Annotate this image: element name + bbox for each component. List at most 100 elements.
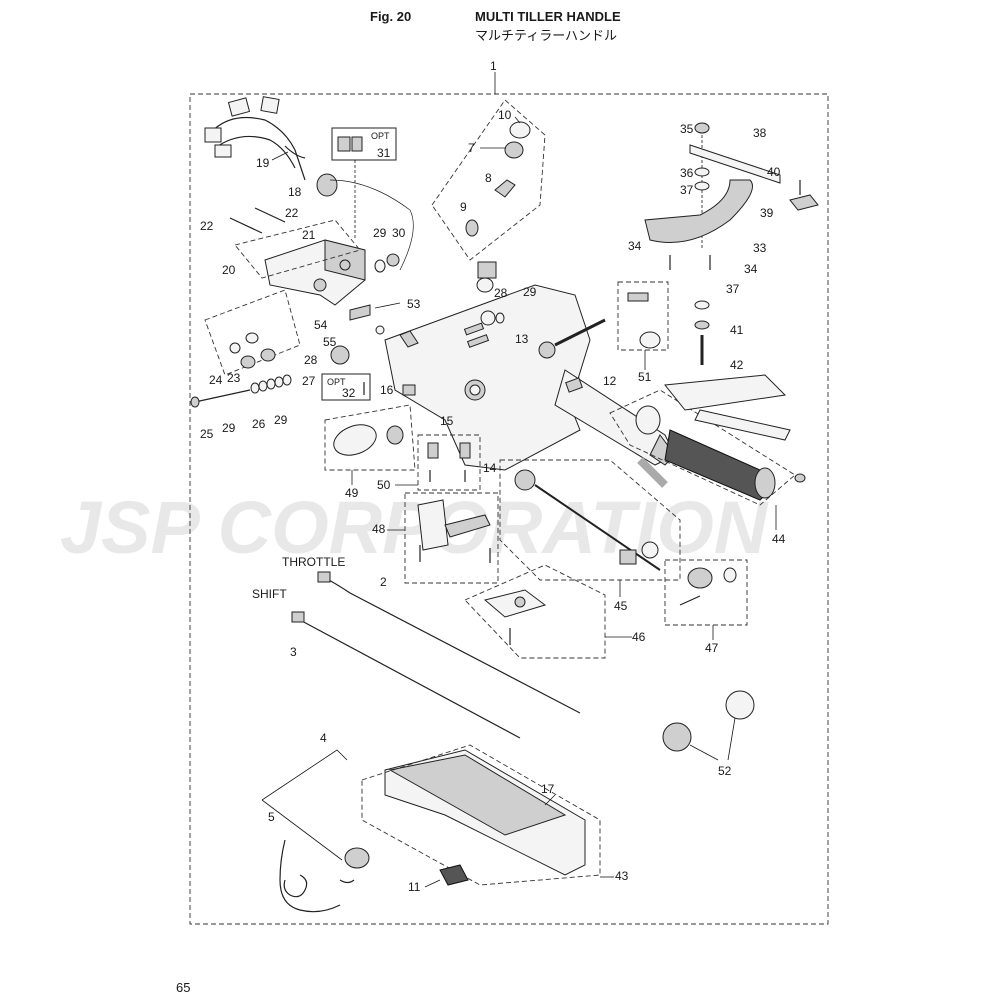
lower-case-17 <box>384 749 586 876</box>
opt-box-32 <box>321 373 371 401</box>
callout-labels: 1 2 3 4 5 7 8 9 10 11 12 13 14 15 16 17 … <box>200 59 786 894</box>
callout-32: 32 <box>342 386 356 400</box>
callout-51: 51 <box>638 370 652 384</box>
throttle-cable <box>317 571 581 714</box>
caps-52 <box>662 690 755 752</box>
callout-8: 8 <box>485 171 492 185</box>
callout-29c: 29 <box>222 421 236 435</box>
switch-11 <box>439 864 469 886</box>
bracket-20 <box>264 239 366 306</box>
callout-55: 55 <box>323 335 337 349</box>
callout-29b: 29 <box>523 285 537 299</box>
throttle-grip <box>635 374 806 501</box>
tiller-handle-body <box>384 284 676 471</box>
callout-34b: 34 <box>744 262 758 276</box>
callout-9: 9 <box>460 200 467 214</box>
pin-22a <box>229 217 263 234</box>
callout-26: 26 <box>252 417 266 431</box>
leader-lines <box>351 116 777 888</box>
washer-24 <box>245 332 259 344</box>
callout-25: 25 <box>200 427 214 441</box>
callout-21: 21 <box>302 228 316 242</box>
callout-35: 35 <box>680 122 694 136</box>
callout-53: 53 <box>407 297 421 311</box>
callout-1: 1 <box>490 59 497 73</box>
page-title-japanese: マルチティラーハンドル <box>475 28 617 43</box>
figure-number: Fig. 20 <box>370 9 412 24</box>
callout-36: 36 <box>680 166 694 180</box>
callout-24: 24 <box>209 373 223 387</box>
callout-19: 19 <box>256 156 270 170</box>
callout-34a: 34 <box>628 239 642 253</box>
nut-23 <box>240 355 256 369</box>
callout-23: 23 <box>227 371 241 385</box>
washer-29b <box>495 312 505 324</box>
callout-50: 50 <box>377 478 391 492</box>
group-47 <box>664 559 748 626</box>
callout-11: 11 <box>408 880 421 894</box>
group-50 <box>417 434 481 491</box>
collar-13 <box>538 341 556 359</box>
group-46 <box>464 564 606 659</box>
callout-46: 46 <box>632 630 646 644</box>
callout-39: 39 <box>760 206 774 220</box>
nut-35 <box>694 122 710 134</box>
group-43 <box>361 744 601 886</box>
wire-harness <box>204 96 306 181</box>
washer-37a <box>694 181 710 191</box>
pin-22b <box>254 207 286 223</box>
callout-5: 5 <box>268 810 275 824</box>
shift-cable <box>291 611 521 739</box>
callout-37b: 37 <box>726 282 740 296</box>
callout-22a: 22 <box>200 219 214 233</box>
plate-53 <box>349 304 371 321</box>
callout-29d: 29 <box>274 413 288 427</box>
callout-18: 18 <box>288 185 302 199</box>
cap-16 <box>402 384 416 396</box>
callout-31: 31 <box>377 146 391 160</box>
nut-41 <box>694 320 710 330</box>
opt-box-31 <box>331 127 397 161</box>
ring-10 <box>509 121 531 139</box>
callout-47: 47 <box>705 641 719 655</box>
switch-7 <box>504 141 524 159</box>
knob-8 <box>494 179 516 198</box>
lever-33 <box>644 179 753 243</box>
callout-3: 3 <box>290 645 297 659</box>
knob-9 <box>465 219 479 237</box>
group-49 <box>324 404 416 471</box>
callout-38: 38 <box>753 126 767 140</box>
group-45 <box>499 459 681 581</box>
callout-14: 14 <box>483 461 497 475</box>
callout-4: 4 <box>320 731 327 745</box>
callout-44: 44 <box>772 532 786 546</box>
callout-29a: 29 <box>373 226 387 240</box>
shaft <box>554 318 606 347</box>
collar-28a <box>330 345 350 365</box>
callout-43: 43 <box>615 869 629 883</box>
screw-55 <box>375 325 385 335</box>
washers-26 <box>250 374 292 394</box>
callout-13: 13 <box>515 332 529 346</box>
shift-label: SHIFT <box>252 587 287 601</box>
page-title: MULTI TILLER HANDLE <box>475 9 621 24</box>
page-number: 65 <box>176 980 191 995</box>
assembly-frame <box>189 93 829 925</box>
lanyard-5 <box>279 839 370 913</box>
callout-48: 48 <box>372 522 386 536</box>
callout-49: 49 <box>345 486 359 500</box>
callout-40: 40 <box>767 165 781 179</box>
callout-45: 45 <box>614 599 628 613</box>
callout-28b: 28 <box>304 353 318 367</box>
callout-10: 10 <box>498 108 512 122</box>
callout-16: 16 <box>380 383 394 397</box>
group-51 <box>617 281 669 351</box>
grommet-18 <box>316 173 338 197</box>
callout-20: 20 <box>222 263 236 277</box>
nut-30 <box>386 253 400 267</box>
callout-54: 54 <box>314 318 328 332</box>
callout-33: 33 <box>753 241 767 255</box>
callout-7: 7 <box>468 141 475 155</box>
shaft-tube <box>637 457 668 488</box>
